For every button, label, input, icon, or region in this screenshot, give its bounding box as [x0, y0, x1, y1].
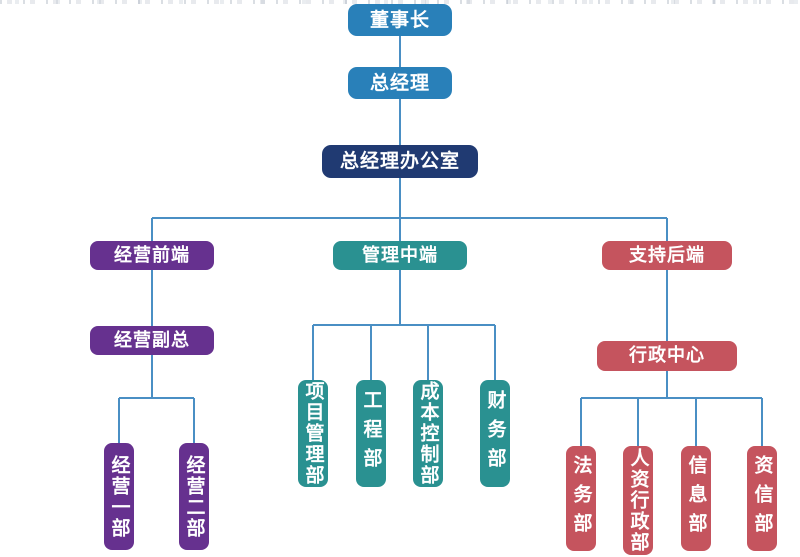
node-branch-front: 经营前端: [90, 241, 214, 270]
node-dept-credit: 资信部: [747, 446, 777, 551]
node-general-manager: 总经理: [348, 67, 452, 99]
connector-middle-departments: [312, 270, 496, 381]
node-dept-business-1: 经营一部: [104, 443, 134, 550]
node-dept-finance: 财务部: [480, 380, 510, 487]
node-dept-cost-control: 成本控制部: [413, 380, 443, 487]
node-dept-project-management: 项目管理部: [298, 380, 328, 487]
node-dept-hr-admin: 人资行政部: [623, 446, 653, 555]
clipped-text-artifact: [0, 0, 800, 4]
connector-office-branches: [151, 178, 668, 242]
node-branch-middle: 管理中端: [333, 241, 467, 270]
node-admin-center: 行政中心: [597, 341, 737, 371]
node-dept-information: 信息部: [681, 446, 711, 551]
connector-back-admin-departments: [580, 270, 763, 447]
node-deputy-gm: 经营副总: [90, 326, 214, 355]
node-dept-business-2: 经营二部: [179, 443, 209, 550]
node-dept-legal: 法务部: [566, 446, 596, 551]
node-branch-back: 支持后端: [602, 241, 732, 270]
connector-deputy-departments: [118, 355, 195, 444]
node-chairman: 董事长: [348, 4, 452, 36]
node-dept-engineering: 工程部: [356, 380, 386, 487]
node-gm-office: 总经理办公室: [322, 145, 478, 178]
